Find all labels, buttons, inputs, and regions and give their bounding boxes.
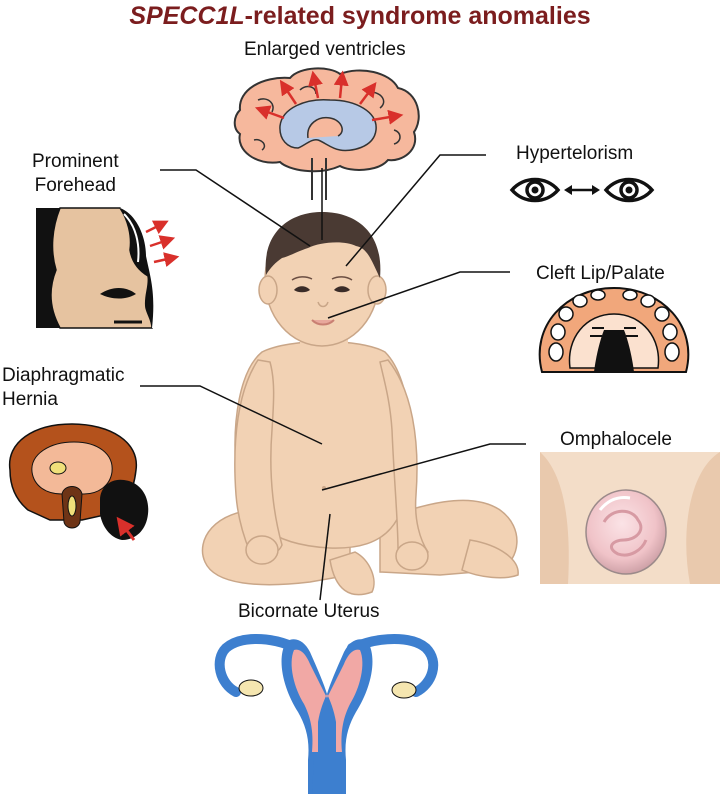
ventricle-arrow-6	[371, 109, 404, 125]
gene-name: SPECC1L	[129, 2, 245, 30]
forehead-highlight	[123, 213, 140, 263]
forehead-arrow-2	[149, 235, 176, 250]
label-diaphragmatic-hernia: Diaphragmatic Hernia	[2, 364, 125, 412]
ventricle-arrow-2	[279, 79, 298, 105]
baby-hair	[265, 212, 381, 278]
hypertelorism-arrowhead-left	[564, 185, 572, 195]
baby-right-ear	[367, 275, 387, 305]
forehead-brow	[100, 288, 136, 299]
forehead-arrow-3	[153, 252, 180, 267]
uterus-left-tube	[214, 634, 301, 697]
label-bicornate-uterus: Bicornate Uterus	[238, 601, 380, 622]
ventricle-arrow-4	[333, 70, 349, 99]
baby-right-foot	[461, 539, 519, 579]
label-enlarged-ventricles: Enlarged ventricles	[244, 39, 406, 60]
uterus-cervix	[312, 756, 342, 794]
label-hypertelorism: Hypertelorism	[516, 143, 634, 164]
hypertelorism-illustration	[509, 177, 655, 203]
forehead-profile-illustration	[36, 207, 180, 329]
hernia-defect	[100, 479, 149, 540]
brain-stem	[311, 158, 327, 200]
cleft-palate-illustration	[538, 286, 690, 373]
leader-lines	[140, 154, 526, 601]
palate-cleft	[594, 330, 634, 372]
diagram-title: SPECC1L-related syndrome anomalies	[0, 2, 720, 31]
label-prominent-forehead: Prominent Forehead	[32, 150, 119, 198]
omphalocele-body-right	[686, 452, 720, 584]
leader-diaphragmatic-hernia	[140, 385, 323, 445]
leader-cleft-lip	[327, 271, 510, 319]
uterus-right-ovary	[391, 681, 417, 699]
forehead-white-edge	[120, 208, 160, 328]
omphalocele-sheen	[598, 496, 631, 511]
baby-illustration	[201, 212, 519, 596]
title-rest: -related syndrome anomalies	[244, 2, 591, 30]
label-omphalocele: Omphalocele	[560, 429, 672, 450]
leader-prominent-forehead	[160, 169, 311, 247]
hypertelorism-right-pupil	[625, 186, 633, 194]
baby-foot	[329, 551, 375, 596]
uterus-illustration	[214, 634, 439, 794]
diaphragm-esophagus	[49, 461, 67, 475]
leader-omphalocele	[321, 443, 526, 491]
baby-left-brow	[291, 276, 313, 281]
baby-left-eye	[294, 286, 310, 293]
baby-nose	[317, 301, 329, 308]
ventricle-inner	[307, 116, 343, 139]
hypertelorism-arrowhead-right	[592, 185, 600, 195]
ventricle-arrow-1	[254, 105, 285, 120]
label-prominent-forehead-line1: Prominent	[32, 151, 119, 172]
forehead-arrow-1	[145, 220, 169, 235]
baby-right-hand	[395, 541, 429, 571]
ventricle-arrow-3	[308, 70, 323, 99]
brain-illustration	[233, 67, 420, 200]
forehead-face	[50, 207, 153, 329]
omphalocele-sac	[585, 489, 667, 575]
omphalocele-intestine	[602, 509, 648, 557]
omphalocele-illustration	[540, 452, 720, 584]
brain-folds	[253, 85, 401, 151]
label-diaphragmatic-hernia-line1: Diaphragmatic	[2, 365, 125, 386]
label-diaphragmatic-hernia-line2: Hernia	[2, 389, 58, 410]
baby-right-brow	[331, 276, 353, 281]
omphalocele-body-left	[540, 452, 569, 584]
palate-teeth	[548, 289, 680, 362]
hypertelorism-left-pupil	[531, 186, 539, 194]
diaphragm-aorta	[67, 495, 77, 517]
uterus-body-inner	[291, 649, 363, 752]
baby-right-eye	[334, 286, 350, 293]
ventricle-arrow-5	[359, 82, 377, 105]
uterus-left-ovary	[238, 679, 264, 697]
uterus-right-tube	[347, 634, 439, 697]
hernia-arrow	[116, 516, 136, 541]
leader-hypertelorism	[345, 154, 486, 267]
baby-left-ear	[258, 275, 278, 305]
label-cleft-lip-palate: Cleft Lip/Palate	[536, 263, 665, 284]
label-prominent-forehead-line2: Forehead	[34, 175, 116, 196]
diaphragm-inner	[31, 441, 113, 495]
baby-mouth	[311, 319, 335, 326]
leader-bicornate-uterus	[319, 513, 331, 601]
diaphragmatic-hernia-illustration	[8, 423, 149, 541]
baby-left-hand	[245, 535, 279, 565]
